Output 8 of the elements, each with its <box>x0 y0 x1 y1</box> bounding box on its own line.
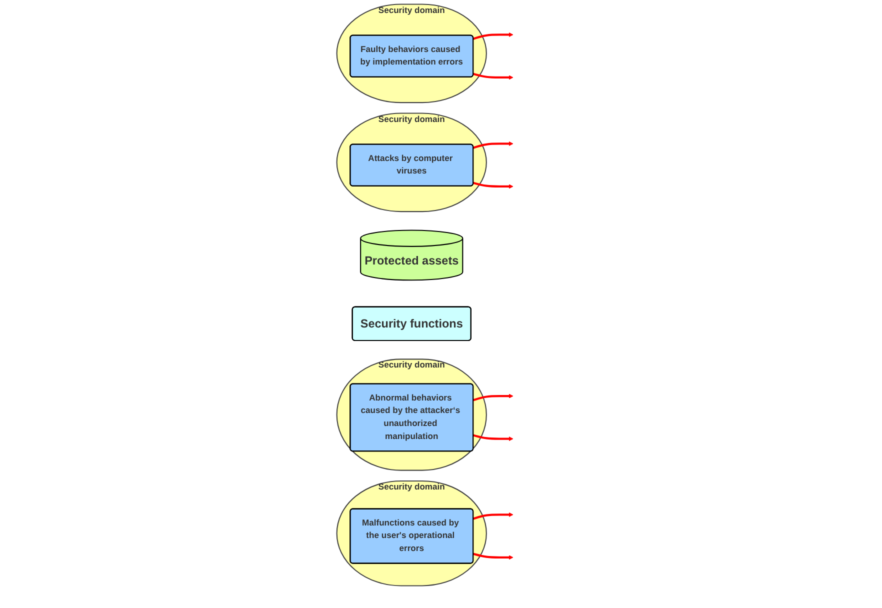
arrow <box>473 32 514 40</box>
arrow <box>473 434 514 442</box>
arrow <box>473 512 514 520</box>
arrow <box>473 394 514 402</box>
arrow <box>473 141 514 149</box>
arrow <box>473 72 514 80</box>
arrow <box>473 552 514 560</box>
arrow <box>473 182 514 189</box>
